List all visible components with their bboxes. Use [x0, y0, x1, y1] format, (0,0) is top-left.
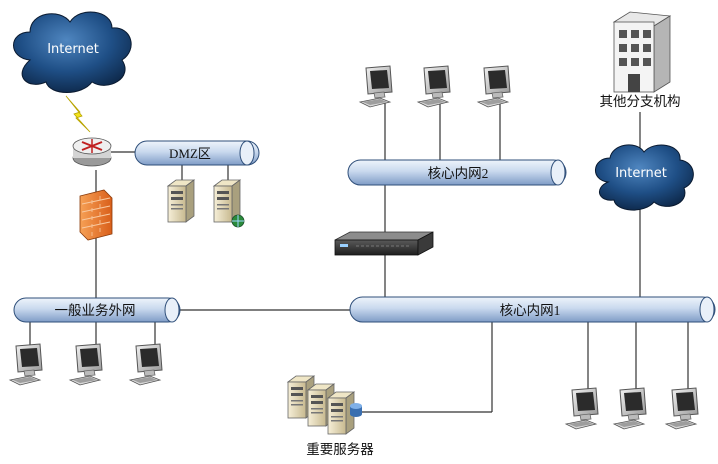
pc-general-2 — [69, 343, 103, 386]
dmz-segment: DMZ区 — [134, 140, 260, 166]
dmz-server-1 — [167, 179, 195, 223]
firewall-icon — [79, 189, 113, 241]
pc-core1-1 — [565, 387, 599, 430]
dmz-label: DMZ区 — [169, 146, 211, 161]
important-servers-icon — [287, 375, 362, 435]
pc-core1-2 — [613, 387, 647, 430]
core-network-1: 核心内网1 — [349, 296, 716, 323]
pc-core2-1 — [359, 65, 393, 108]
core2-label: 核心内网2 — [428, 166, 489, 181]
pc-core2-2 — [417, 65, 451, 108]
internet-cloud-right: Internet — [595, 144, 694, 211]
general-label: 一般业务外网 — [55, 303, 136, 318]
connection-lines — [29, 100, 689, 413]
core-network-2: 核心内网2 — [347, 159, 567, 186]
core-switch-icon — [334, 231, 434, 256]
branch-building-icon — [612, 11, 672, 93]
servers-label: 重要服务器 — [306, 442, 374, 457]
pc-general-3 — [129, 343, 163, 386]
pc-core2-3 — [477, 65, 511, 108]
branch-label: 其他分支机构 — [600, 94, 681, 109]
internet-label-right: Internet — [615, 166, 667, 181]
internet-cloud-top: Internet — [13, 11, 132, 93]
router-icon — [72, 137, 112, 167]
core1-label: 核心内网1 — [500, 303, 561, 318]
lightning-icon — [65, 95, 91, 133]
pc-core1-3 — [665, 387, 699, 430]
general-business-network: 一般业务外网 — [13, 297, 181, 323]
pc-general-1 — [9, 343, 43, 386]
internet-label-top: Internet — [47, 42, 99, 57]
globe-icon — [231, 214, 245, 228]
